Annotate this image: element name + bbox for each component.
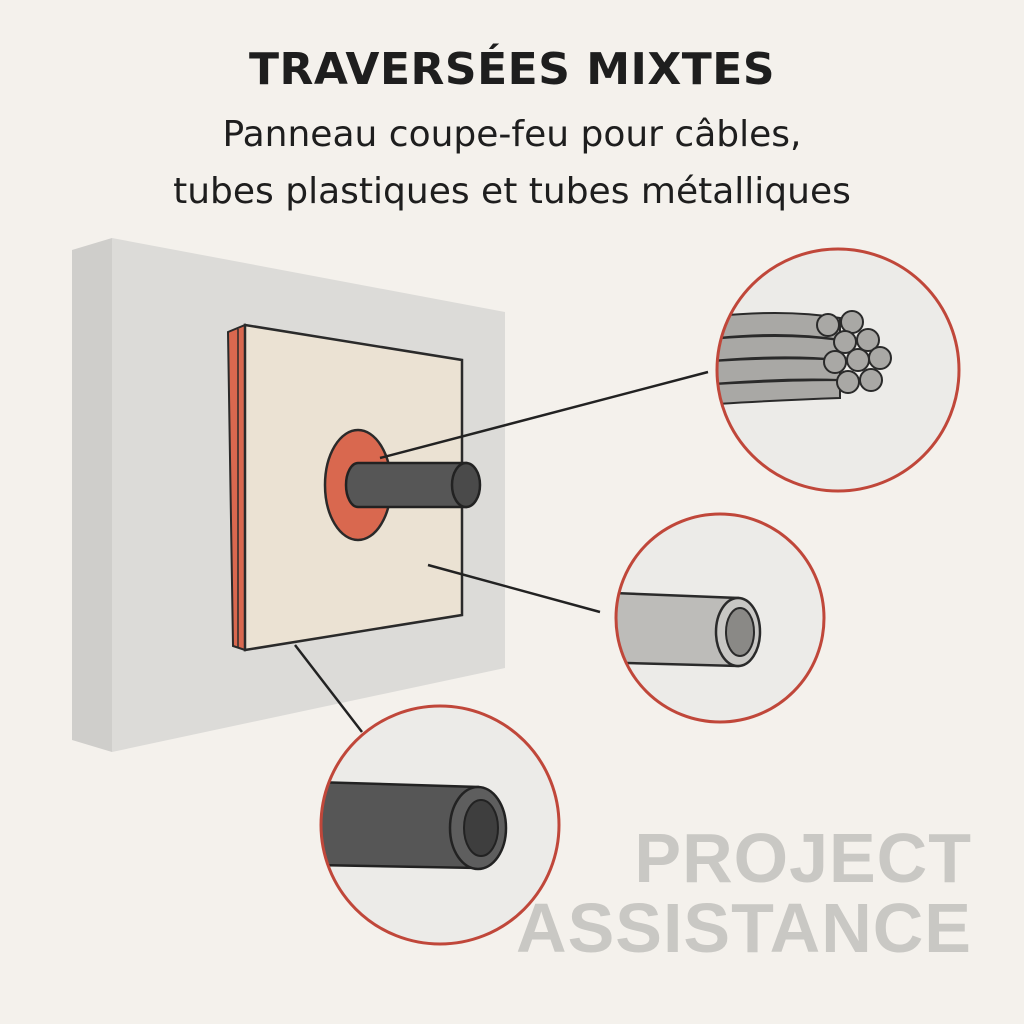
subtitle-line-2: tubes plastiques et tubes métalliques bbox=[173, 171, 851, 212]
page-title: TRAVERSÉES MIXTES bbox=[248, 44, 776, 95]
watermark-line-1: PROJECT bbox=[634, 819, 972, 897]
cable-bundle-detail bbox=[715, 247, 961, 493]
pipe bbox=[344, 461, 482, 509]
plastic-tube-detail bbox=[614, 512, 826, 724]
watermark-line-2: ASSISTANCE bbox=[516, 889, 972, 967]
subtitle-line-1: Panneau coupe-feu pour câbles, bbox=[222, 114, 802, 155]
leader-lines bbox=[294, 370, 709, 733]
metal-tube-detail bbox=[319, 704, 561, 946]
